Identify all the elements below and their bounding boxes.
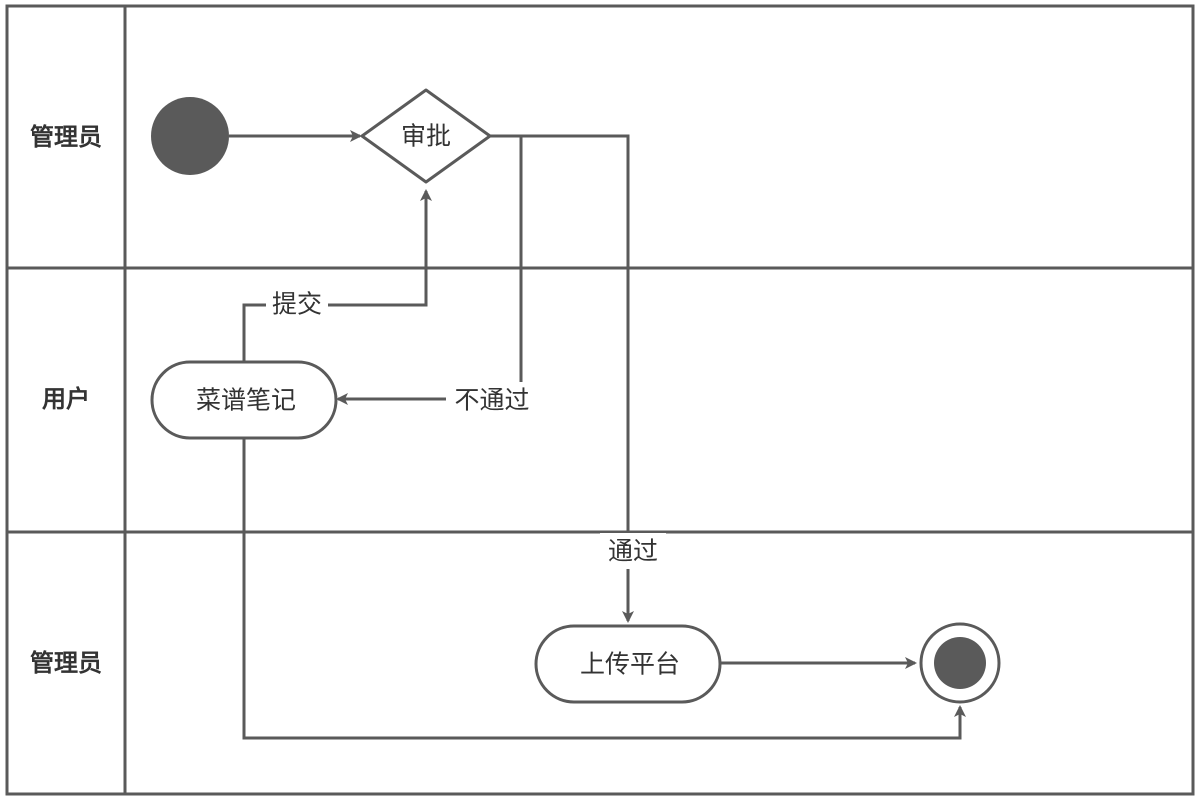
decision-label: 审批 — [401, 122, 451, 151]
activity-upload-platform: 上传平台 — [534, 624, 722, 704]
lane-labels: 管理员 用户 管理员 — [30, 123, 102, 677]
edge-labels: 提交 不通过 通过 — [266, 288, 666, 569]
lane-label-user: 用户 — [42, 385, 90, 413]
decision-diamond — [360, 88, 492, 184]
edge-label-bg-submit — [266, 288, 328, 322]
edge-recipe-to-approve — [242, 189, 432, 362]
edge-label-bg-reject — [446, 382, 538, 418]
edge-label-pass: 通过 — [608, 537, 658, 566]
edges — [229, 130, 966, 740]
activity-label: 上传平台 — [580, 650, 680, 679]
activity-label: 菜谱笔记 — [196, 386, 296, 415]
final-node-dot — [934, 637, 986, 689]
nodes: 审批 菜谱笔记 上传平台 — [150, 88, 1001, 704]
edge-label-submit: 提交 — [272, 290, 322, 319]
outer-border — [5, 4, 1195, 796]
edge-label-bg-pass — [600, 533, 666, 569]
activity-recipe-note: 菜谱笔记 — [150, 360, 338, 440]
lane-label-admin-bottom: 管理员 — [30, 649, 102, 677]
edge-recipe-to-final — [242, 438, 966, 740]
final-node — [919, 622, 1001, 704]
initial-node — [151, 97, 229, 175]
decision-approve: 审批 — [360, 88, 492, 184]
edge-label-reject: 不通过 — [454, 386, 529, 415]
edge-approve-to-upload — [490, 134, 634, 623]
swimlane-frame — [5, 4, 1195, 796]
activity-box — [150, 360, 338, 440]
activity-box — [534, 624, 722, 704]
lane-label-admin-top: 管理员 — [30, 123, 102, 151]
